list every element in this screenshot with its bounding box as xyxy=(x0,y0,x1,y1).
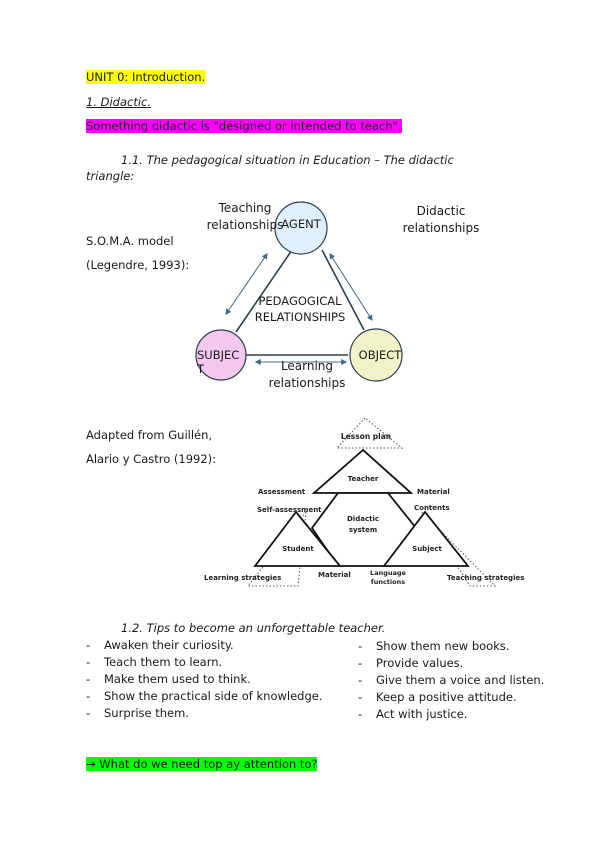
didactic-system-label-line1: Didactic xyxy=(347,515,379,523)
learning-label-line1: Learning xyxy=(281,359,333,373)
subject-label-line2: T xyxy=(196,362,205,376)
agent-node xyxy=(274,201,328,255)
teaching-label-line1: Teaching xyxy=(218,201,272,215)
didactic-system-diagram: Lesson plan Teacher Assessment Material … xyxy=(204,417,524,587)
bullet-dash: - xyxy=(358,639,363,653)
bullet-dash: - xyxy=(86,706,91,720)
subject-label-line1: SUBJEC xyxy=(197,348,239,362)
lesson-plan-triangle xyxy=(335,417,404,449)
center-label-line1: PEDAGOGICAL xyxy=(258,294,342,308)
section-pedagogical-title-cont: triangle: xyxy=(86,169,135,183)
subject-triangle xyxy=(382,510,470,567)
section-pedagogical-title: 1.1. The pedagogical situation in Educat… xyxy=(121,153,454,167)
section-didactic-title: 1. Didactic. xyxy=(86,95,152,109)
bullet-dash: - xyxy=(86,638,91,652)
lesson-plan-label: Lesson plan xyxy=(341,432,391,441)
language-functions-label-line1: Language xyxy=(370,569,406,577)
bullet-dash: - xyxy=(86,672,91,686)
guillen-caption-line1: Adapted from Guillén, xyxy=(86,428,213,442)
unit-title: UNIT 0: Introduction. xyxy=(86,70,206,84)
teaching-label-line2: relationships xyxy=(207,218,284,232)
subject-dotted-triangle xyxy=(421,511,497,587)
didactic-label-line1: Didactic xyxy=(417,204,466,218)
didactic-definition: Something didactic is "designed or inten… xyxy=(86,119,402,133)
bullet-dash: - xyxy=(358,690,363,704)
material-bottom-label: Material xyxy=(318,571,351,579)
center-label-line2: RELATIONSHIPS xyxy=(255,310,346,324)
student-triangle xyxy=(253,510,342,567)
soma-diagram: AGENT SUBJEC T OBJECT PEDAGOGICAL RELATI… xyxy=(195,201,480,390)
bullet-dash: - xyxy=(358,673,363,687)
list-item: -Give them a voice and listen. xyxy=(358,673,545,687)
list-item: -Keep a positive attitude. xyxy=(358,690,517,704)
teacher-label: Teacher xyxy=(348,475,379,483)
list-item: -Show them new books. xyxy=(358,639,510,653)
student-label: Student xyxy=(282,545,314,553)
list-item: -Provide values. xyxy=(358,656,464,670)
attention-question-highlight: → What do we need top ay attention to? xyxy=(86,757,318,771)
student-dotted-triangle xyxy=(246,510,307,587)
bullet-dash: - xyxy=(358,707,363,721)
tips-list-right: -Show them new books. -Provide values. -… xyxy=(358,638,544,723)
didactic-system-label-line2: system xyxy=(349,526,377,534)
material-top-label: Material xyxy=(417,488,450,496)
section-tips-title: 1.2. Tips to become an unforgettable tea… xyxy=(121,621,386,635)
language-functions-label-line2: functions xyxy=(371,578,405,586)
unit-title-text: UNIT 0: Introduction. xyxy=(86,70,206,84)
arrow-right-icon: → xyxy=(86,757,96,771)
list-item: -Make them used to think. xyxy=(86,672,251,686)
bullet-dash: - xyxy=(358,656,363,670)
subject-label: Subject xyxy=(412,545,442,553)
guillen-caption-line2: Alario y Castro (1992): xyxy=(86,452,217,466)
subject-node xyxy=(195,329,247,381)
soma-caption-line1: S.O.M.A. model xyxy=(86,234,174,248)
attention-question-text: What do we need top ay attention to? xyxy=(95,757,318,771)
didactic-definition-text: Something didactic is "designed or inten… xyxy=(86,119,402,133)
list-item: -Awaken their curiosity. xyxy=(86,638,234,652)
object-label: OBJECT xyxy=(359,348,403,362)
didactic-label-line2: relationships xyxy=(403,221,480,235)
contents-label: Contents xyxy=(414,504,450,512)
list-item: -Surprise them. xyxy=(86,706,189,720)
agent-label: AGENT xyxy=(281,217,321,231)
object-node xyxy=(349,328,403,382)
learning-strategies-label: Learning strategies xyxy=(204,574,281,582)
learning-label-line2: relationships xyxy=(269,376,346,390)
self-assessment-label: Self-assessment xyxy=(257,506,322,514)
teacher-triangle xyxy=(311,448,414,494)
list-item: -Teach them to learn. xyxy=(86,655,223,669)
teaching-strategies-label: Teaching strategies xyxy=(447,574,524,582)
soma-caption-line2: (Legendre, 1993): xyxy=(86,258,190,272)
list-item: -Show the practical side of knowledge. xyxy=(86,689,323,703)
teaching-arrow xyxy=(225,253,268,315)
list-item: -Act with justice. xyxy=(358,707,468,721)
bullet-dash: - xyxy=(86,689,91,703)
assessment-label: Assessment xyxy=(258,488,306,496)
attention-question: → What do we need top ay attention to? xyxy=(86,757,318,771)
didactic-arrow xyxy=(329,252,373,322)
bullet-dash: - xyxy=(86,655,91,669)
tips-list-left: -Awaken their curiosity. -Teach them to … xyxy=(86,637,322,722)
